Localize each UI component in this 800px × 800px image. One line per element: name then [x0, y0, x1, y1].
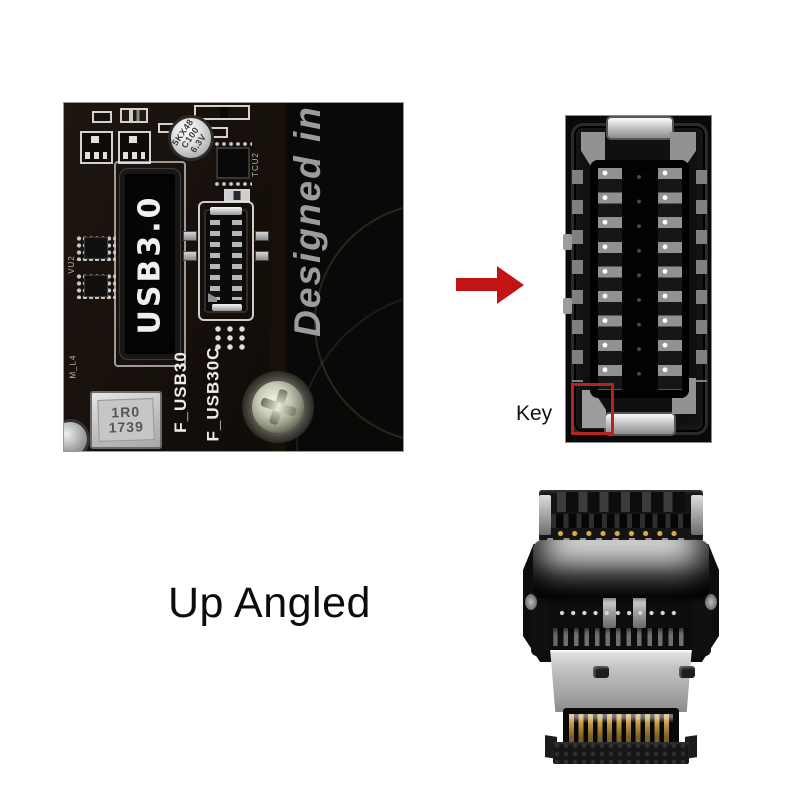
arrow-head: [497, 266, 524, 304]
usb3-header-silkscreen: [114, 161, 186, 367]
side-leads-right: [696, 170, 707, 382]
type-e-header-silkscreen: [198, 201, 254, 321]
type-e-key-notch: [208, 293, 217, 302]
up-angled-adapter-image: [523, 490, 723, 770]
electrolytic-capacitor: 5KX48 C100 6.3V: [168, 115, 214, 161]
smd-component: [194, 105, 250, 120]
solder-pad-footprint: [214, 325, 248, 350]
latch-hole: [593, 666, 609, 678]
silkscreen-ic-label: TCU2: [250, 151, 260, 177]
latch-hole: [679, 666, 695, 678]
silkscreen-tiny-label: M_L4: [68, 353, 78, 379]
inductor-marking: 1R0 1739: [97, 398, 155, 442]
smd-transistor: [80, 131, 113, 164]
silkscreen-label-f-usb30c: F_USB30C: [203, 346, 223, 442]
smd-pad: [255, 251, 269, 261]
side-bolt: [705, 594, 717, 610]
key-label: Key: [516, 402, 553, 425]
smd-pad: [183, 231, 197, 241]
arrow-shaft: [456, 278, 498, 291]
mounting-tab: [563, 298, 572, 314]
side-leads-left: [572, 170, 583, 382]
qfn-ic: [216, 147, 250, 179]
capacitor-marking: 5KX48 C100 6.3V: [169, 117, 209, 155]
type-e-metal-tab: [212, 304, 242, 311]
plug-gold-pins: [569, 714, 673, 742]
small-ic: [84, 275, 108, 297]
contact-specks: [559, 608, 683, 618]
receptacle-slot: [551, 514, 691, 528]
side-bolt: [525, 594, 537, 610]
smd-pad: [255, 231, 269, 241]
smd-component: [92, 111, 112, 123]
designed-in-text: Designed in: [287, 105, 329, 337]
caption-up-angled: Up Angled: [168, 579, 371, 627]
contact-comb: [553, 628, 689, 646]
capacitor-partial: [64, 419, 90, 451]
silkscreen-tiny-label: VU2: [66, 254, 76, 274]
smd-resistor: [120, 108, 148, 123]
ic-pads: [214, 181, 252, 187]
power-inductor: 1R0 1739: [90, 391, 162, 449]
usb3-header-label: USB3.0: [132, 194, 168, 334]
metal-retention-bar: [604, 412, 676, 436]
plug-base: [553, 742, 689, 764]
receptacle-notches: [557, 492, 685, 512]
receptacle-clip: [691, 495, 703, 535]
mounting-tab: [563, 234, 572, 250]
type-e-connector-macro-photo: [563, 115, 712, 443]
motherboard-photo: 5KX48 C100 6.3V TCU2 USB3.0: [63, 102, 404, 452]
small-ic: [84, 237, 108, 259]
type-e-pins-right: [232, 220, 242, 300]
smd-pad: [183, 251, 197, 261]
right-arrow-icon: [454, 266, 526, 304]
pin-row-left: [598, 168, 622, 390]
metal-retention-bar: [606, 116, 674, 140]
type-e-metal-tab: [210, 207, 242, 215]
plug-metal-shell: [550, 650, 692, 712]
ic-pads: [214, 141, 252, 147]
pin-row-right: [658, 168, 682, 390]
smd-transistor: [118, 131, 151, 164]
screw: [250, 379, 306, 435]
usb3-front-panel-header: USB3.0: [119, 168, 181, 360]
key-highlight-box: [571, 383, 614, 435]
silkscreen-label-f-usb30: F_USB30: [171, 351, 191, 433]
receptacle-clip: [539, 495, 551, 535]
center-contacts: [630, 172, 648, 386]
receptacle-gold-contacts: [557, 530, 685, 537]
type-e-pins-left: [210, 220, 220, 300]
angled-joint-roller: [533, 540, 709, 598]
